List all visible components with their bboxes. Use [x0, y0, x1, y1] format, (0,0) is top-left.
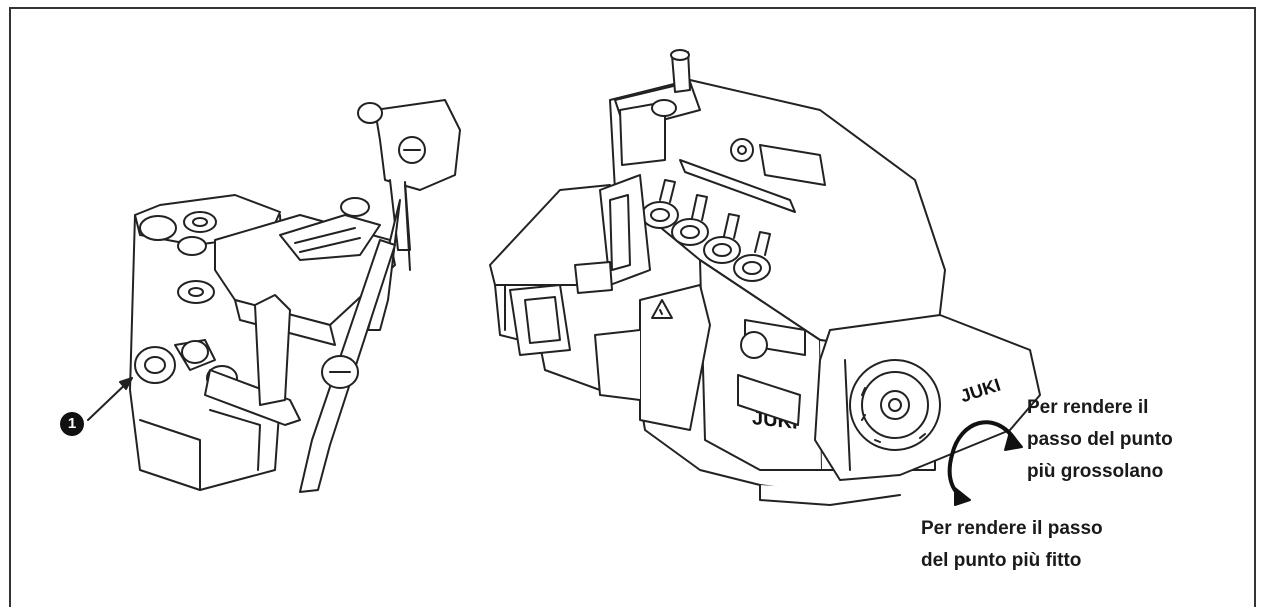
- sewing-machine: JUKI JUKI: [489, 49, 1041, 506]
- rotation-arrow-icon: [947, 420, 1023, 506]
- callout-leader: [87, 377, 133, 421]
- callout-number-badge: 1: [60, 412, 84, 436]
- coarser-stitch-label: Per rendere il passo del punto più gross…: [1027, 392, 1173, 488]
- finer-label-line-1: Per rendere il passo: [921, 518, 1103, 539]
- coarser-label-line-2: passo del punto: [1027, 429, 1173, 450]
- handwheel: [849, 359, 941, 451]
- finer-stitch-label: Per rendere il passo del punto più fitto: [921, 513, 1103, 577]
- coarser-label-line-1: Per rendere il: [1027, 397, 1149, 418]
- finer-label-line-2: del punto più fitto: [921, 550, 1082, 571]
- mechanism-closeup: [129, 99, 461, 493]
- tension-dials: [641, 179, 771, 282]
- diagram-frame: [9, 7, 1256, 607]
- coarser-label-line-3: più grossolano: [1027, 461, 1164, 482]
